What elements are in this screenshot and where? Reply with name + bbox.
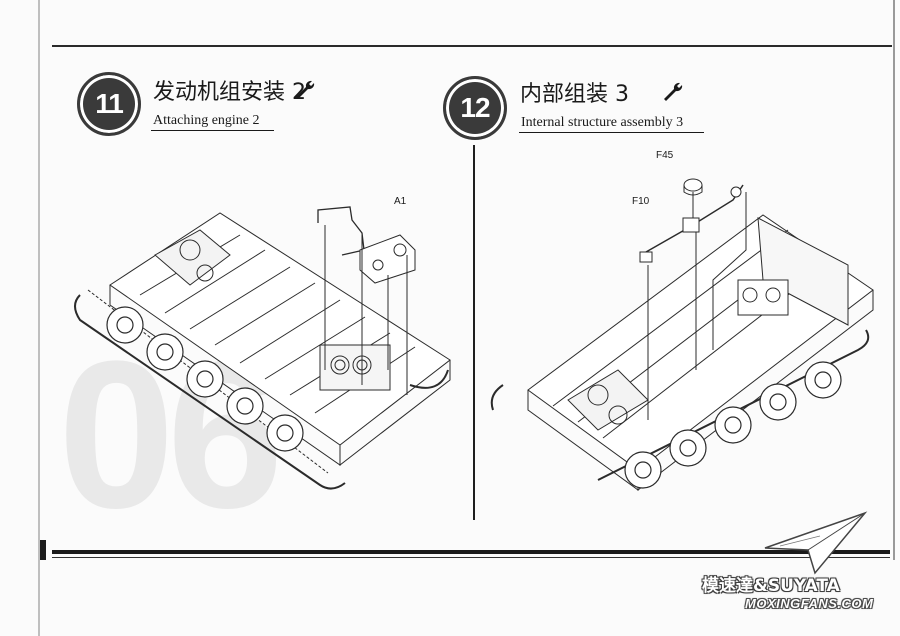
top-rule xyxy=(52,45,892,47)
wrench-icon xyxy=(296,80,315,99)
bottom-rule-thin xyxy=(52,557,890,558)
watermark-url: MOXINGFANS.COM xyxy=(745,596,874,611)
bottom-rule xyxy=(52,550,890,554)
step-12-hull-drawing xyxy=(490,178,874,492)
paper-plane-logo-icon xyxy=(764,511,868,575)
step-11-title-cn: 发动机组安装 2 xyxy=(153,80,306,105)
step-12-title-en: Internal structure assembly 3 xyxy=(521,115,684,130)
step-11-title-en: Attaching engine 2 xyxy=(153,113,260,128)
step-divider xyxy=(473,145,475,520)
part-label-a1: A1 xyxy=(394,196,407,207)
wrench-icon xyxy=(664,82,683,101)
step-12-underline xyxy=(519,132,704,133)
step-12-title-cn: 内部组装 3 xyxy=(520,82,629,107)
step-11-hull-drawing xyxy=(74,206,451,490)
part-label-f10: F10 xyxy=(632,196,650,207)
step-12-badge: 12 xyxy=(443,76,507,140)
watermark-brand: 模速達&SUYATA xyxy=(702,576,840,596)
page-binding-edge xyxy=(38,0,40,636)
part-label-f45: F45 xyxy=(656,150,674,161)
step-11-badge: 11 xyxy=(77,72,141,136)
corner-mark xyxy=(40,540,46,560)
step-11-underline xyxy=(151,130,274,131)
page-right-edge xyxy=(893,0,895,560)
